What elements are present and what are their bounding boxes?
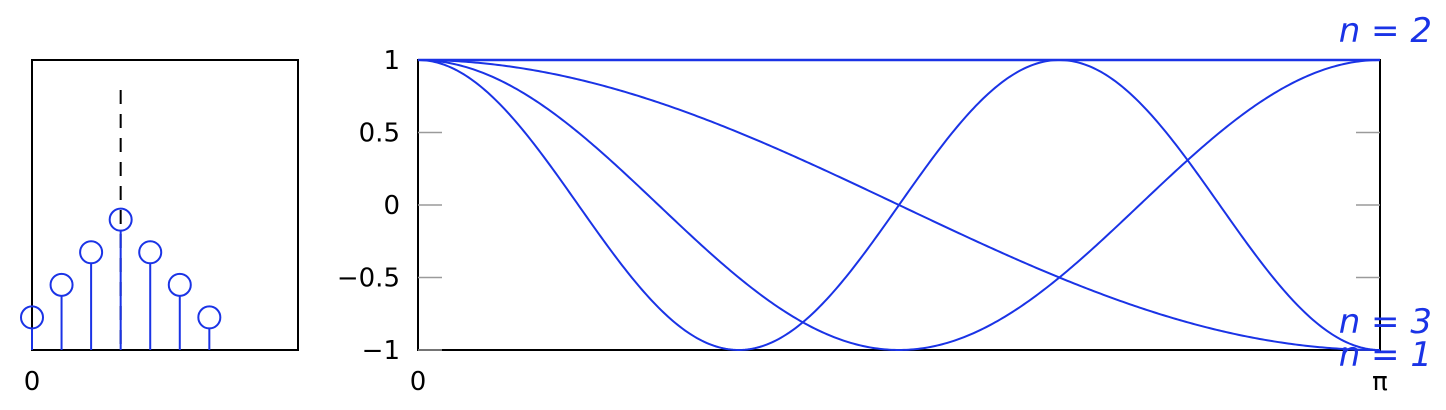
stem-marker: [138, 240, 163, 265]
stem-marker: [49, 272, 74, 297]
y-tick-label: 0: [383, 191, 400, 221]
y-tick-label: −0.5: [337, 264, 400, 294]
series-label-n1: n = 1: [1339, 335, 1432, 375]
cosine-curves: [417, 58, 1381, 352]
series-label-n2: n = 2: [1339, 11, 1432, 51]
y-ticks: −1 −0.5 0 0.5 1: [337, 46, 1380, 366]
stem-marker: [197, 305, 222, 330]
series-label-n3: n = 3: [1339, 302, 1432, 342]
stem-x-tick-label: 0: [24, 367, 41, 397]
y-tick-label: 1: [383, 46, 400, 76]
cosine-panel: −1 −0.5 0 0.5 1 0 π n = 2 n = 3 n = 1: [337, 11, 1432, 397]
stem-marker: [20, 305, 44, 330]
stem-axes-frame: [31, 59, 299, 351]
stem-markers: [20, 207, 222, 350]
stem-marker: [108, 207, 133, 232]
stem-marker: [79, 240, 104, 265]
stem-marker: [167, 272, 192, 297]
stem-panel: 0: [20, 59, 299, 397]
cosine-series-3: [417, 58, 1381, 352]
x-tick-label-zero: 0: [410, 367, 427, 397]
x-tick-label-pi: π: [1372, 367, 1388, 397]
y-tick-label: −1: [362, 336, 400, 366]
y-tick-label: 0.5: [359, 119, 400, 149]
cosine-series-2: [417, 59, 1381, 352]
